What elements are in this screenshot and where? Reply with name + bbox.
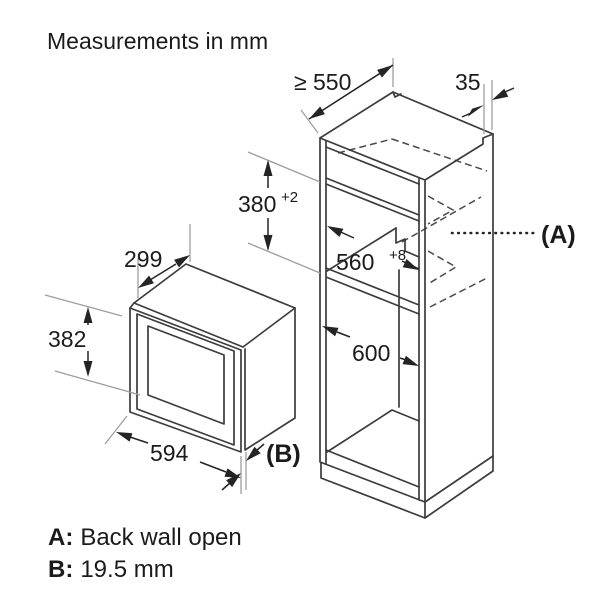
dimension-side-top-gap: 35	[455, 69, 515, 134]
page-title: Measurements in mm	[47, 28, 268, 54]
dim-niche-width-value: 560	[336, 249, 374, 275]
legend-b-text: 19.5 mm	[80, 556, 173, 583]
dimension-cabinet-depth: ≥ 550	[294, 58, 394, 134]
legend-item-b: B: 19.5 mm	[48, 556, 174, 583]
cabinet-drawing	[319, 91, 494, 519]
legend-item-a: A: Back wall open	[48, 524, 242, 551]
callout-b: (B)	[221, 440, 301, 494]
legend-a-text: Back wall open	[80, 524, 241, 551]
oven-drawing	[129, 263, 296, 453]
dim-oven-width-label: 594	[150, 440, 189, 466]
dimension-oven-depth: 299	[124, 224, 191, 298]
dimension-oven-width: 594	[104, 415, 241, 478]
cabinet-outline	[319, 91, 494, 519]
callout-b-label: (B)	[266, 440, 301, 468]
legend-b-key: B:	[48, 556, 73, 583]
dimension-niche-height: 380 +2	[238, 151, 321, 274]
legend: A: Back wall open B: 19.5 mm	[48, 524, 242, 583]
callout-a: (A)	[450, 221, 576, 249]
dim-niche-width-tolerance: +8	[389, 247, 406, 264]
dim-depth-label: ≥ 550	[294, 69, 351, 95]
dimension-niche-width: 560 +8	[327, 226, 420, 275]
dim-niche-height-value: 380	[238, 191, 276, 217]
dimension-cabinet-width: 600	[322, 326, 419, 366]
callout-a-label: (A)	[541, 221, 576, 249]
legend-a-key: A:	[48, 524, 73, 551]
dim-top-gap-label: 35	[455, 69, 481, 95]
dim-niche-height-tolerance: +2	[281, 189, 298, 206]
dim-cabinet-width-label: 600	[352, 340, 390, 366]
dim-oven-depth-label: 299	[124, 246, 162, 272]
oven-outline	[129, 263, 296, 453]
dimension-oven-height: 382	[44, 294, 141, 396]
dim-oven-height-label: 382	[48, 326, 86, 352]
cabinet-back-wall-open-hidden-edges	[337, 138, 488, 308]
